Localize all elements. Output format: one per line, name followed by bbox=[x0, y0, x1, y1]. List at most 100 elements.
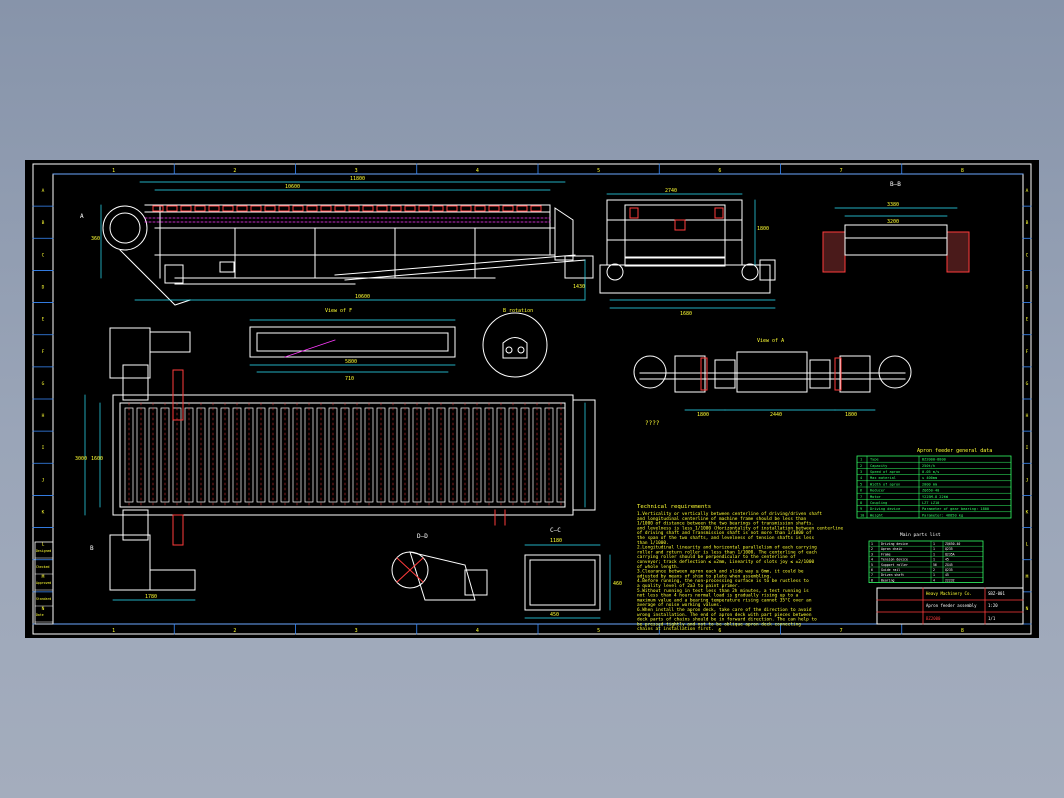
chain-link bbox=[250, 205, 262, 212]
tech-note-line: 2.Longitudinal linearity and horizontal … bbox=[637, 545, 817, 551]
zone-letter-left: G bbox=[42, 381, 45, 387]
zone-letter-right: L bbox=[1026, 542, 1029, 548]
spec-row-value: 0.05 m/s bbox=[922, 470, 939, 474]
chain-link bbox=[502, 205, 514, 212]
label-detail-circle: B rotation bbox=[503, 308, 533, 314]
section-cc-view: C—C 1180 460 450 bbox=[524, 527, 622, 619]
zone-number-top: 1 bbox=[112, 168, 115, 174]
spec-row-index: 7 bbox=[860, 495, 862, 499]
zone-number-top: 6 bbox=[718, 168, 721, 174]
zone-number-bottom: 4 bbox=[476, 628, 479, 634]
spec-row-label: Motor bbox=[870, 495, 882, 499]
spec-row-index: 2 bbox=[860, 464, 862, 468]
section-dd-view: D—D bbox=[391, 533, 488, 601]
tech-note-line: wrong installation. The end of apron dec… bbox=[637, 612, 812, 618]
title-drawing-no: SBZ-001 bbox=[988, 591, 1005, 596]
tech-note-line: maximum value and a bearing temperature … bbox=[637, 597, 812, 603]
spec-row-label: Reducer bbox=[870, 489, 886, 493]
label-section-dd: D—D bbox=[417, 533, 428, 540]
revision-row: Approved bbox=[36, 581, 51, 585]
part-row-material: Q235A bbox=[945, 552, 955, 556]
spec-row-label: Width of apron bbox=[870, 482, 900, 486]
part-row-index: 3 bbox=[871, 552, 873, 556]
tech-note-line: carrying roller should be perpendicular … bbox=[637, 554, 796, 560]
zone-letter-left: L bbox=[42, 542, 45, 548]
part-row-index: 8 bbox=[871, 578, 873, 582]
spec-row-label: Driving device bbox=[870, 507, 900, 511]
zone-letter-right: D bbox=[1026, 285, 1029, 291]
zone-letter-right: I bbox=[1026, 445, 1029, 451]
zone-letter-left: M bbox=[42, 574, 45, 580]
revision-row: Date bbox=[36, 613, 44, 617]
dim-head-drop: 1430 bbox=[573, 284, 585, 290]
zone-number-bottom: 6 bbox=[718, 628, 721, 634]
part-row-material: ZQ650-40 bbox=[945, 542, 960, 546]
zone-letter-left: D bbox=[42, 285, 45, 291]
spec-row-value: Y225M-8 22kW bbox=[922, 495, 949, 499]
spec-row-index: 6 bbox=[860, 489, 862, 493]
chain-link bbox=[460, 205, 472, 212]
chain-link bbox=[530, 205, 542, 212]
chain-link bbox=[516, 205, 528, 212]
chain-link bbox=[390, 205, 402, 212]
part-row-material: 22232 bbox=[945, 578, 955, 582]
technical-requirements: Technical requirements 1.Verticality or … bbox=[637, 504, 844, 632]
tech-note-line: of whole length. bbox=[637, 564, 679, 570]
tech-note-line: 6.When install the apron deck, take care… bbox=[637, 607, 812, 613]
chain-link bbox=[418, 205, 430, 212]
spec-row-index: 1 bbox=[860, 458, 862, 462]
chain-link bbox=[432, 205, 444, 212]
dim-side-bottom: 1680 bbox=[680, 311, 692, 317]
section-marker-a: A bbox=[80, 213, 84, 220]
part-row-index: 6 bbox=[871, 568, 873, 572]
spec-row-index: 3 bbox=[860, 470, 862, 474]
zone-letter-left: B bbox=[42, 220, 45, 226]
tech-note-line: conveyor; track deflection ≤ ±2mm, Linea… bbox=[637, 559, 814, 565]
tech-note-line: roller and return roller is less than 1/… bbox=[637, 549, 817, 555]
zone-letter-left: J bbox=[42, 477, 45, 483]
part-row-name: Guide rail bbox=[881, 568, 900, 572]
dim-left-height: 360 bbox=[91, 236, 100, 242]
chain-link bbox=[488, 205, 500, 212]
zone-letter-left: C bbox=[42, 252, 45, 258]
chain-link bbox=[264, 205, 276, 212]
title-block: Heavy Machinery Co. Apron feeder assembl… bbox=[876, 587, 1024, 625]
zone-number-bottom: 3 bbox=[355, 628, 358, 634]
part-row-index: 2 bbox=[871, 547, 873, 551]
dim-plan-width: 3000 bbox=[75, 456, 87, 462]
dim-section-width: 3380 bbox=[887, 202, 899, 208]
tech-note-line: of driving shaft and Transmission shaft … bbox=[637, 530, 812, 536]
part-row-name: Tension device bbox=[881, 558, 908, 562]
chain-link bbox=[222, 205, 234, 212]
tech-note-line: 4.Before running, the non-processing sur… bbox=[637, 578, 809, 584]
label-section-cc: C—C bbox=[550, 527, 561, 534]
part-row-name: Support roller bbox=[881, 563, 908, 567]
zone-letter-left: E bbox=[42, 317, 45, 323]
zone-letter-right: E bbox=[1026, 317, 1029, 323]
tech-note-line: adjusted by means of shim to plate when … bbox=[637, 573, 772, 579]
part-row-name: Bearing bbox=[881, 578, 895, 582]
spec-row-value: 2000 mm bbox=[922, 482, 937, 486]
zone-number-top: 7 bbox=[840, 168, 843, 174]
title-name: Apron feeder assembly bbox=[926, 603, 977, 608]
tech-note-line: 5.Without running in test less than 2h m… bbox=[637, 588, 809, 594]
tech-note-line: 1.Verticality or vertically between cent… bbox=[637, 511, 822, 517]
zone-letter-right: A bbox=[1026, 188, 1029, 194]
spec-table-title: Apron feeder general data bbox=[917, 448, 992, 454]
dim-plan-left: 1600 bbox=[91, 456, 103, 462]
zone-number-top: 2 bbox=[233, 168, 236, 174]
shaft-assembly-view: View of A 1800 2440 1800 bbox=[633, 338, 912, 418]
spec-row-value: BZ2000-8800 bbox=[922, 458, 946, 462]
dim-section-inner: 3200 bbox=[887, 219, 899, 225]
zone-letter-left: H bbox=[42, 413, 45, 419]
dim-detail-height: 460 bbox=[613, 581, 622, 587]
spec-row-index: 8 bbox=[860, 501, 862, 505]
revision-row: Checked bbox=[36, 565, 50, 569]
part-row-name: Driven shaft bbox=[881, 573, 904, 577]
